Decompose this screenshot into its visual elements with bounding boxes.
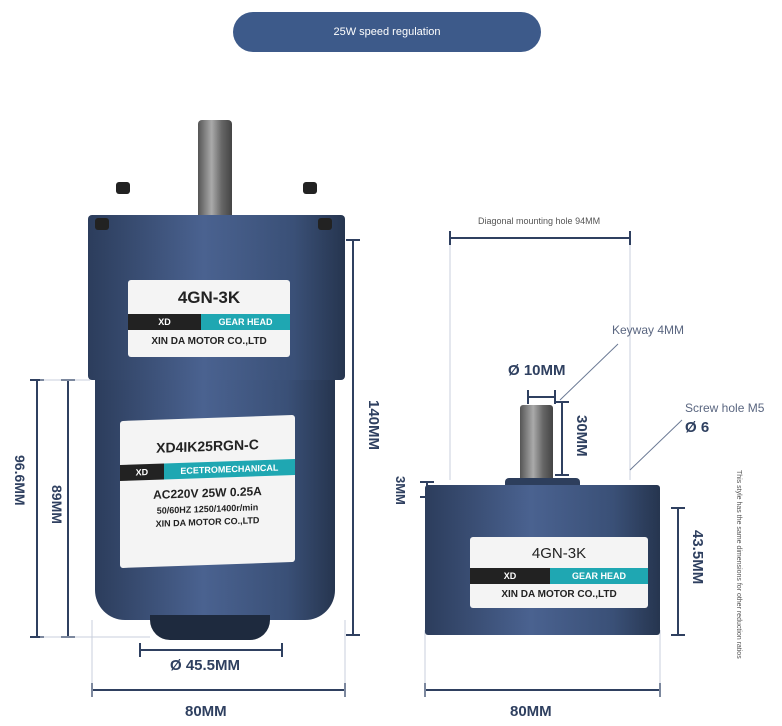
flange-dimension: Ø 45.5MM [170, 657, 241, 674]
screw-icon [318, 218, 332, 230]
model-text: 4GN-3K [531, 545, 587, 562]
body-dimension-2: 89MM [49, 485, 65, 524]
right-shaft [520, 405, 553, 490]
brand-text: XD [128, 314, 201, 330]
screw-icon [303, 182, 317, 194]
title-banner: 25W speed regulation [233, 12, 541, 52]
maker-text: XIN DA MOTOR CO.,LTD [501, 589, 617, 600]
screw-diameter-dimension: Ø 6 [685, 419, 710, 436]
height-dimension: 140MM [365, 400, 382, 451]
brand-text: XD [470, 568, 551, 584]
ratio-note: This style has the same dimensions for o… [735, 470, 742, 659]
type-text: GEAR HEAD [200, 314, 290, 330]
screw-icon [116, 182, 130, 194]
width-dimension: 80MM [510, 703, 552, 720]
height-dimension: 43.5MM [689, 530, 706, 585]
left-shaft [198, 120, 232, 220]
boss-dimension: 3MM [393, 476, 408, 505]
left-flange [150, 615, 270, 640]
type-text: GEAR HEAD [550, 568, 648, 584]
brand-text: XD [120, 463, 164, 482]
body-dimension: 96.6MM [12, 455, 28, 506]
model-text: 4GN-3K [177, 288, 241, 307]
model-text: XD4IK25RGN-C [156, 436, 259, 456]
shaft-length-dimension: 30MM [573, 415, 590, 457]
maker-text: XIN DA MOTOR CO.,LTD [151, 336, 267, 347]
diagonal-dimension: Diagonal mounting hole 94MM [478, 216, 601, 226]
keyway-label: Keyway 4MM [612, 323, 685, 337]
width-dimension: 80MM [185, 703, 227, 720]
shaft-diameter-dimension: Ø 10MM [508, 362, 566, 379]
screw-hole-label: Screw hole M5 [685, 401, 765, 415]
screw-icon [95, 218, 109, 230]
